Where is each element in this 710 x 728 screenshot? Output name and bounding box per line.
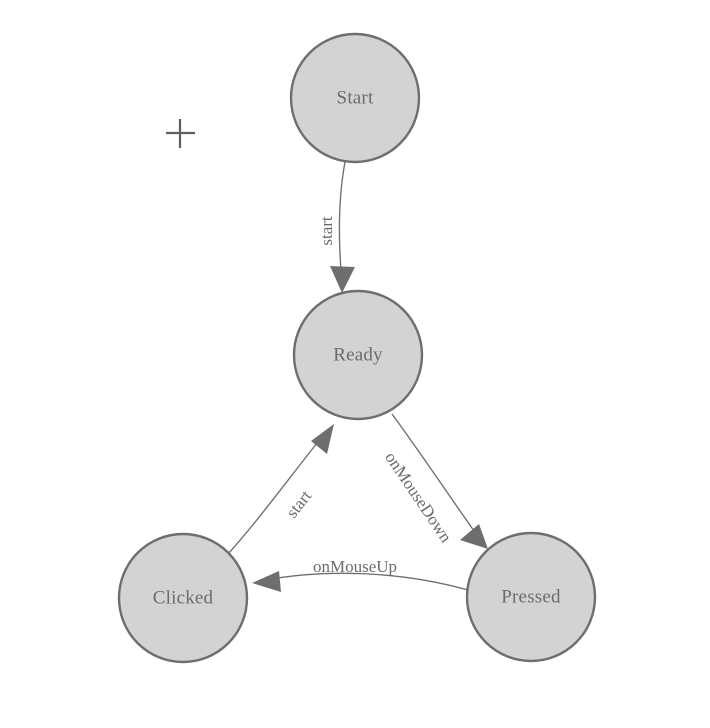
edge-label-clicked-to-ready: start <box>282 486 315 521</box>
node-clicked[interactable]: Clicked <box>117 532 249 664</box>
arrowhead-icon <box>252 571 281 592</box>
node-start-circle[interactable] <box>289 32 421 164</box>
edge-path <box>391 413 480 539</box>
node-start-label: Start <box>337 87 374 108</box>
node-ready[interactable]: Ready <box>292 289 424 421</box>
node-pressed[interactable]: Pressed <box>465 531 597 663</box>
edge-label-pressed-to-clicked: onMouseUp <box>313 557 397 576</box>
edge-path <box>227 436 323 555</box>
node-clicked-circle[interactable] <box>117 532 249 664</box>
node-pressed-label: Pressed <box>501 586 561 607</box>
edge-pressed-to-clicked[interactable]: onMouseUp <box>252 557 469 592</box>
edge-label-start-to-ready: start <box>317 216 336 246</box>
edge-path <box>265 572 469 591</box>
edge-ready-to-pressed[interactable]: onMouseDown <box>381 413 488 549</box>
edge-label-ready-to-pressed: onMouseDown <box>381 448 456 546</box>
node-start[interactable]: Start <box>289 32 421 164</box>
arrowhead-icon <box>311 424 334 454</box>
edge-clicked-to-ready[interactable]: start <box>227 424 334 555</box>
crosshair-icon <box>166 119 195 148</box>
arrowhead-icon <box>460 524 488 549</box>
node-pressed-circle[interactable] <box>465 531 597 663</box>
edge-start-to-ready[interactable]: start <box>317 161 355 293</box>
arrowhead-icon <box>330 266 355 293</box>
node-ready-label: Ready <box>333 344 383 365</box>
edge-path <box>338 161 346 284</box>
node-ready-circle[interactable] <box>292 289 424 421</box>
node-clicked-label: Clicked <box>153 587 214 608</box>
